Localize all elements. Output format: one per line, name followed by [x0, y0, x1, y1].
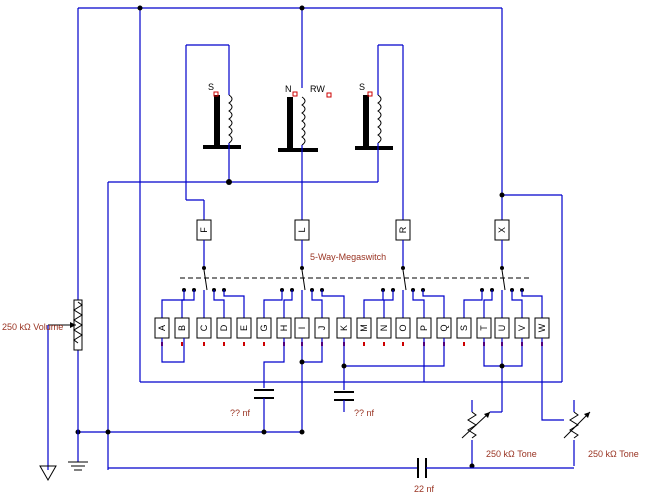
terminal-marker [463, 342, 465, 346]
svg-text:250 kΩ Tone: 250 kΩ Tone [588, 449, 639, 459]
terminal-marker [243, 342, 245, 346]
top-bus [77, 5, 503, 382]
terminal-label-a: A [157, 325, 167, 331]
pickup-ground-bus [107, 179, 378, 470]
terminal-label-w: W [537, 323, 547, 332]
pickup-bridge-label: S [208, 82, 214, 92]
terminal-label-g: G [259, 324, 269, 331]
terminal-label-e: E [239, 325, 249, 331]
terminal-marker [383, 342, 385, 346]
terminal-label-s: S [459, 325, 469, 331]
svg-text:?? nf: ?? nf [354, 408, 375, 418]
cap-22nf: 22 nf [108, 458, 574, 494]
terminal-label-d: D [219, 324, 229, 331]
terminal-g [256, 317, 272, 339]
selector-label: 5-Way-Megaswitch [310, 252, 386, 262]
ground-bus-bottom [68, 350, 305, 471]
pickup-neck: S [355, 44, 404, 220]
pickup-middle-label: N [285, 84, 292, 94]
terminal-m [356, 317, 372, 339]
terminal-marker [203, 342, 205, 346]
svg-text:22 nf: 22 nf [414, 484, 435, 494]
tone-pot-1: 250 kΩ Tone [461, 400, 537, 469]
terminal-o [395, 317, 411, 339]
terminal-marker [223, 342, 225, 346]
terminal-label-c: C [199, 324, 209, 331]
terminal-label-j: J [317, 326, 327, 331]
terminal-label-v: V [517, 325, 527, 331]
terminal-d [216, 317, 232, 339]
svg-text:X: X [497, 227, 507, 233]
terminal-label-m: M [359, 324, 369, 332]
svg-text:250 kΩ Tone: 250 kΩ Tone [486, 449, 537, 459]
svg-text:R: R [398, 226, 408, 233]
terminal-s [456, 317, 472, 339]
cap-2: ?? nf [334, 391, 375, 418]
switch-contacts [161, 269, 543, 318]
bottom-wiring [140, 338, 564, 432]
terminal-b [174, 317, 190, 339]
volume-pot: 250 kΩ Volume [2, 299, 83, 482]
terminal-label-p: P [419, 325, 429, 331]
svg-text:L: L [297, 227, 307, 232]
terminal-label-q: Q [439, 324, 449, 331]
rw-label: RW [310, 84, 325, 94]
terminal-marker [402, 342, 404, 346]
cap-1: ?? nf [230, 389, 274, 432]
pickup-middle: N RW [278, 84, 332, 220]
terminal-label-h: H [279, 325, 289, 332]
pickup-neck-label: S [359, 82, 365, 92]
terminal-label-i: I [297, 327, 307, 330]
terminal-c [196, 317, 212, 339]
selector-top-terminals: F L R X [186, 192, 563, 382]
terminal-e [236, 317, 252, 339]
svg-text:F: F [199, 227, 209, 233]
terminal-label-u: U [497, 325, 507, 332]
terminal-label-k: K [339, 325, 349, 331]
pickup-bridge: S [185, 44, 241, 200]
volume-pot-label: 250 kΩ Volume [2, 322, 63, 332]
svg-text:?? nf: ?? nf [230, 408, 251, 418]
terminal-marker [363, 342, 365, 346]
terminal-n [376, 317, 392, 339]
terminal-marker [263, 342, 265, 346]
terminal-label-b: B [177, 325, 187, 331]
terminal-marker [181, 342, 183, 346]
terminal-label-t: T [479, 325, 489, 331]
terminal-label-o: O [398, 324, 408, 331]
tone-pot-2: 250 kΩ Tone [563, 400, 639, 466]
terminal-label-n: N [379, 325, 389, 332]
